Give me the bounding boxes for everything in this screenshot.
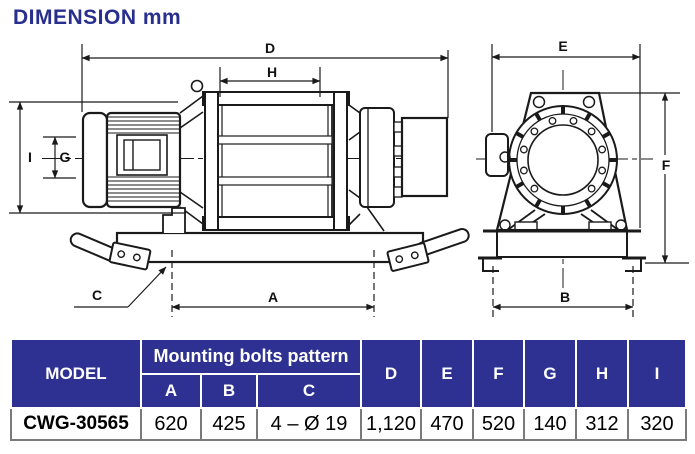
dimension-table: MODEL Mounting bolts pattern D E F G H I… xyxy=(10,338,687,441)
dim-d: D xyxy=(81,40,449,118)
cell-d: 1,120 xyxy=(360,407,422,441)
dim-label-c: C xyxy=(92,287,102,303)
dim-label-i: I xyxy=(28,149,32,165)
dim-a: A xyxy=(171,250,375,317)
side-box xyxy=(485,133,509,177)
right-clamp-handle xyxy=(386,228,470,272)
col-header-a: A xyxy=(140,373,202,409)
col-header-h: H xyxy=(575,338,629,409)
col-header-i: I xyxy=(627,338,687,409)
col-header-d: D xyxy=(360,338,422,409)
end-base xyxy=(478,209,646,272)
page-title: DIMENSION mm xyxy=(13,6,182,29)
dim-h: H xyxy=(219,64,321,97)
drum-flange xyxy=(508,105,618,215)
flange-bolts xyxy=(519,116,607,193)
col-header-c: C xyxy=(256,373,362,409)
dim-label-f: F xyxy=(662,157,671,173)
dim-b: B xyxy=(492,266,634,317)
dim-label-h: H xyxy=(267,64,277,80)
dim-label-e: E xyxy=(558,38,567,54)
table-row: CWG-30565 620 425 4 – Ø 19 1,120 470 520… xyxy=(10,407,687,441)
cell-i: 320 xyxy=(627,407,687,441)
dim-g: G xyxy=(43,136,76,179)
cell-c: 4 – Ø 19 xyxy=(256,407,362,441)
base-plate xyxy=(115,231,425,264)
cell-model: CWG-30565 xyxy=(10,407,142,441)
dim-i: I xyxy=(9,101,186,214)
dim-label-b: B xyxy=(560,289,570,305)
dim-c: C xyxy=(74,266,167,308)
col-header-b: B xyxy=(200,373,258,409)
dim-label-d: D xyxy=(265,40,275,56)
cell-b: 425 xyxy=(200,407,258,441)
end-view-drawing: E F B xyxy=(476,38,689,317)
side-view-drawing: D H I G A xyxy=(9,40,470,317)
col-header-model: MODEL xyxy=(10,338,142,409)
col-header-e: E xyxy=(420,338,474,409)
cell-e: 470 xyxy=(420,407,474,441)
dim-label-g: G xyxy=(60,149,71,165)
dim-label-a: A xyxy=(268,289,278,305)
col-header-g: G xyxy=(523,338,577,409)
dimension-drawing: D H I G A xyxy=(9,38,689,317)
dim-e: E xyxy=(491,38,641,228)
cell-a: 620 xyxy=(140,407,202,441)
drum-frame xyxy=(190,79,350,231)
cell-f: 520 xyxy=(472,407,525,441)
dim-f: F xyxy=(597,92,689,264)
gearbox xyxy=(348,104,449,232)
col-header-f: F xyxy=(472,338,525,409)
left-clamp-handle xyxy=(69,232,152,271)
cell-h: 312 xyxy=(575,407,629,441)
motor xyxy=(81,95,204,233)
cell-g: 140 xyxy=(523,407,577,441)
group-header-mounting-bolts: Mounting bolts pattern xyxy=(140,338,362,375)
